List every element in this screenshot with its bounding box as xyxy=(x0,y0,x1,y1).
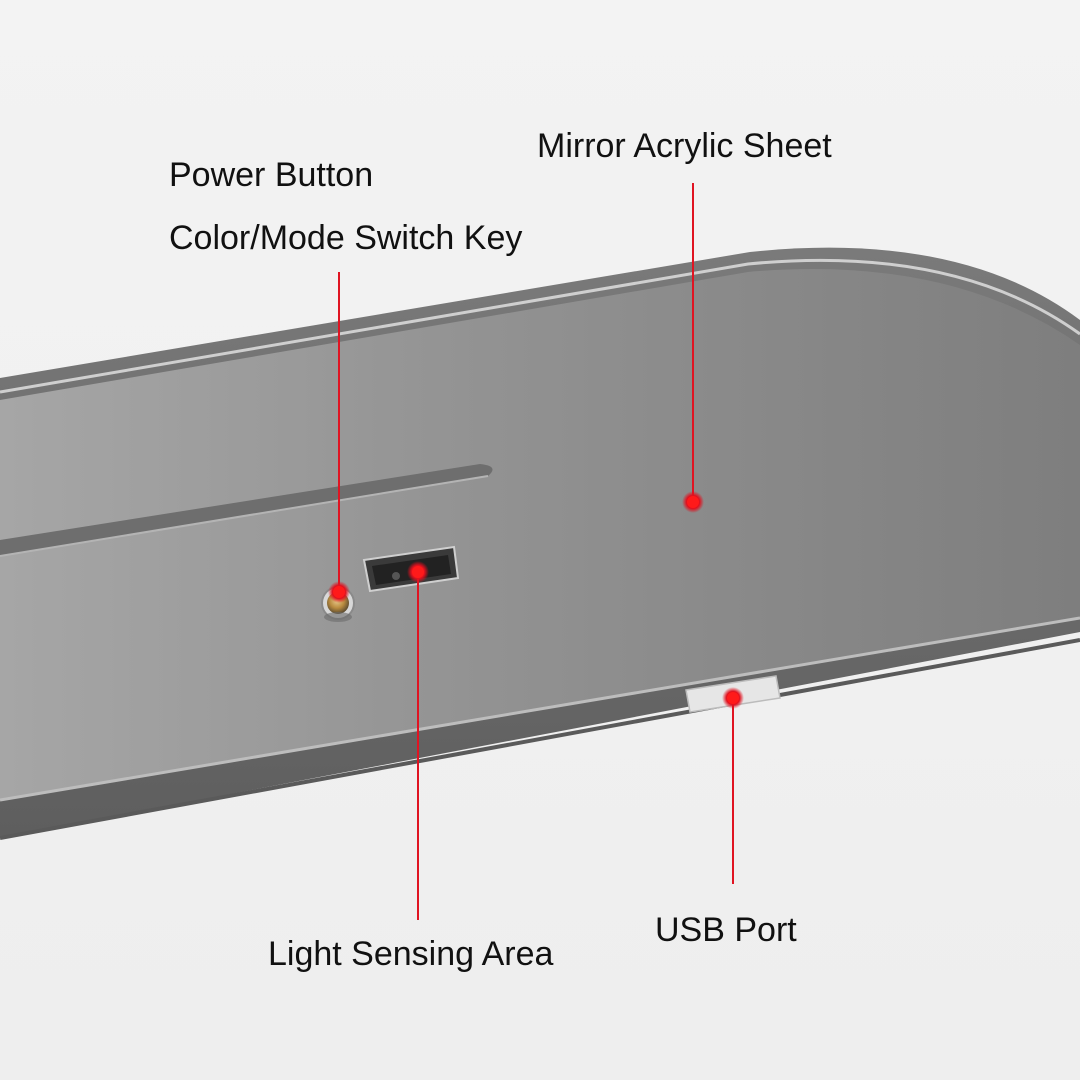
usb-port-label: USB Port xyxy=(655,911,797,949)
mirror-acrylic-sheet-label: Mirror Acrylic Sheet xyxy=(537,127,832,165)
power-button-label: Power Button xyxy=(169,156,374,194)
device-bottom-bevel xyxy=(0,616,1080,802)
callout-pointers xyxy=(338,183,734,920)
device-bottom-edge xyxy=(0,638,1080,840)
mode-switch-key-label: Color/Mode Switch Key xyxy=(169,219,523,257)
mirror-acrylic-face xyxy=(0,269,1080,800)
light-sensing-area-label: Light Sensing Area xyxy=(268,935,554,973)
callout-dots xyxy=(328,491,744,709)
slot-groove xyxy=(0,464,493,556)
device-top-highlight xyxy=(0,258,1080,394)
